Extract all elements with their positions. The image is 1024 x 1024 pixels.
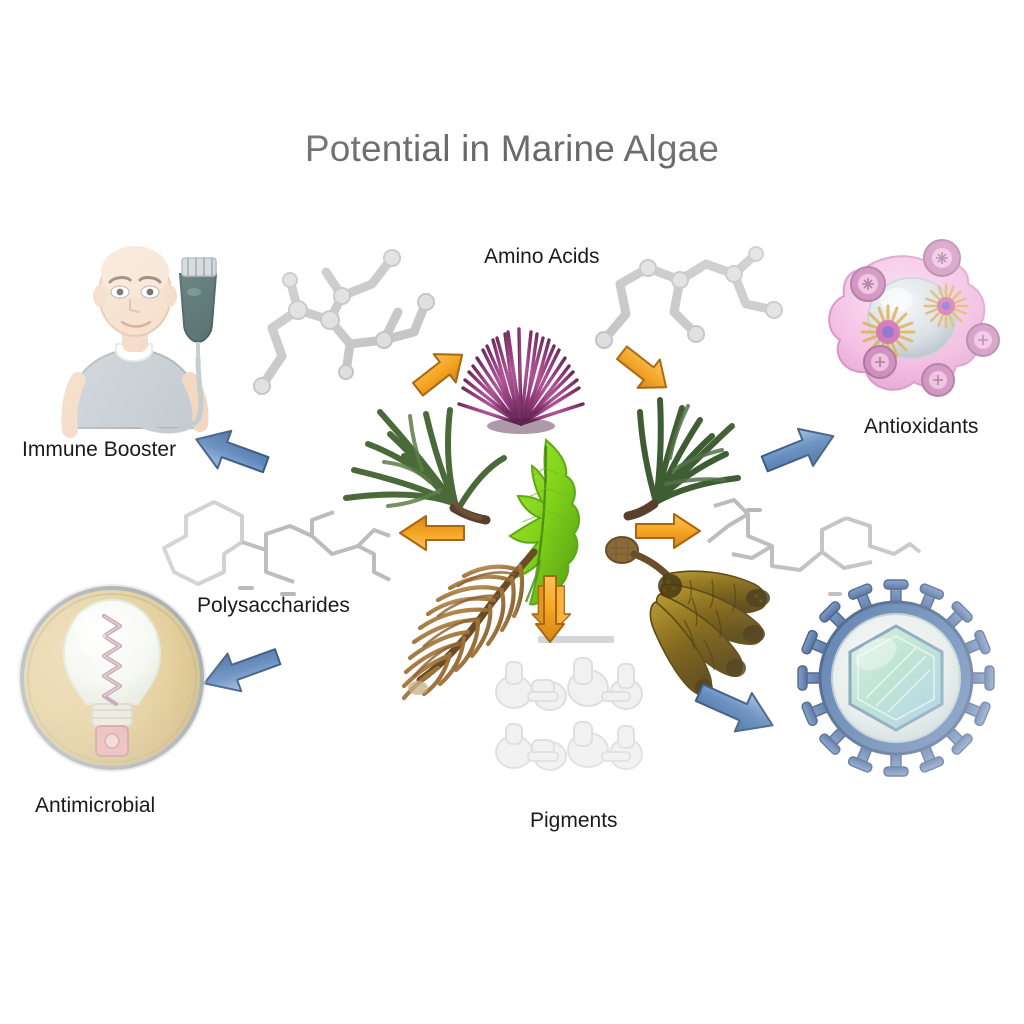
blue-arrow-immune-booster [188, 424, 274, 480]
blue-arrow-antioxidants [756, 422, 842, 478]
virus-particle-icon [796, 578, 996, 778]
patient-iv-drip-icon [30, 232, 230, 438]
label-antioxidants: Antioxidants [864, 415, 979, 438]
orange-arrow-upper-left [408, 344, 472, 400]
orange-arrow-down [528, 572, 572, 644]
orange-arrow-upper-right [612, 340, 676, 400]
cell-with-free-radicals-icon [800, 234, 1000, 424]
orange-arrow-right [632, 510, 704, 552]
label-polysaccharides: Polysaccharides [197, 594, 350, 617]
blue-arrow-antiviral [690, 678, 782, 740]
orange-arrow-left [396, 512, 468, 554]
label-immune-booster: Immune Booster [22, 438, 177, 461]
page-title: Potential in Marine Algae [304, 128, 720, 169]
label-amino-acids: Amino Acids [484, 245, 600, 268]
label-pigments: Pigments [530, 809, 618, 832]
label-antimicrobial: Antimicrobial [35, 794, 156, 817]
agar-plate-icon [12, 578, 212, 778]
